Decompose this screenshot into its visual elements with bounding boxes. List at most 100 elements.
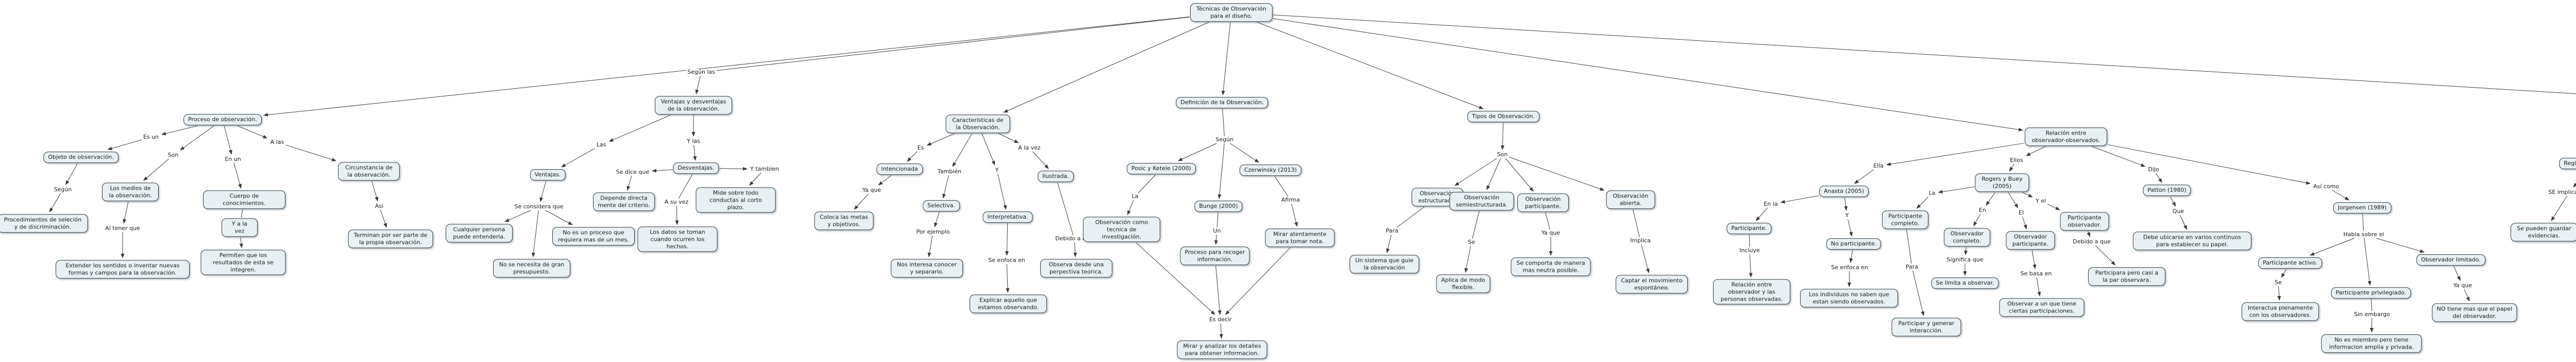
concept-node-nosinteresa[interactable]: Nos interesa conocer y separarlo. (891, 259, 963, 277)
concept-node-obs_completo[interactable]: Observador completo. (1944, 228, 1990, 246)
concept-node-yalavez[interactable]: Y a la vez (222, 218, 258, 237)
link-label-l_yaque5[interactable]: Ya que (1540, 229, 1562, 237)
link-label-l_es3[interactable]: Es (916, 144, 925, 152)
link-label-l_un4[interactable]: Un (1212, 227, 1222, 235)
concept-node-medios[interactable]: Los medios de la observación. (102, 183, 159, 201)
concept-node-proced[interactable]: Procedimientos de seleción y de discrimi… (0, 214, 88, 233)
concept-node-captar[interactable]: Captar el movimiento espontáneo. (1616, 275, 1688, 293)
link-label-l_la6[interactable]: La (1927, 189, 1937, 197)
link-label-l_enla[interactable]: En la (1762, 200, 1779, 208)
concept-node-defin[interactable]: Definición de la Observación. (1176, 97, 1268, 108)
concept-node-interpretativa[interactable]: Interpretativa. (982, 211, 1033, 223)
concept-node-observa_teorica[interactable]: Observa desde una perpectiva teorica. (1040, 259, 1112, 277)
concept-node-depende[interactable]: Depende directa mente del criterio. (593, 192, 655, 211)
link-label-l_yaque8[interactable]: Ya que (2452, 282, 2473, 289)
concept-node-jorgensen[interactable]: Jorgensen (1989) (2333, 202, 2392, 213)
link-label-l_se5[interactable]: Se (1467, 238, 1476, 246)
concept-node-comporta[interactable]: Se comporta de manera mas neutra posible… (1511, 257, 1591, 276)
concept-node-desventajas[interactable]: Desventajas. (673, 162, 719, 174)
link-label-l_alavez3[interactable]: A la vez (1017, 144, 1042, 152)
link-label-l_asicomo[interactable]: Así como (2312, 183, 2341, 190)
link-label-l_implica[interactable]: Implica (1629, 237, 1652, 244)
concept-node-obs_participante[interactable]: Observador participante. (2006, 231, 2055, 250)
link-label-l_que6[interactable]: Que (2171, 207, 2185, 215)
concept-node-ventajas[interactable]: Ventajas. (530, 169, 566, 180)
link-label-l_debido6[interactable]: Debido a que (2072, 238, 2112, 245)
link-label-l_ellos[interactable]: Ellos (2009, 156, 2024, 164)
link-label-l_esdecir[interactable]: Es decir (1208, 316, 1233, 323)
link-label-l_segun4[interactable]: Según (1214, 136, 1235, 143)
concept-node-observar_un[interactable]: Observar a un que tiene ciertas particip… (1999, 298, 2084, 317)
link-label-l_sebasa[interactable]: Se basa en (2019, 270, 2053, 277)
concept-node-coloca[interactable]: Coloca las metas y objetivos. (814, 211, 874, 230)
concept-node-interactua[interactable]: Interactua plenamente con los observador… (2242, 302, 2319, 321)
link-label-l_incluye[interactable]: Incluye (1738, 246, 1761, 254)
link-label-l_ytambien[interactable]: Y tambien (749, 165, 780, 173)
concept-node-circun[interactable]: Circunstancia de la observación. (338, 162, 400, 180)
concept-node-proceso_recoger[interactable]: Proceso para recoger información. (1180, 246, 1250, 265)
concept-node-guardar[interactable]: Se pueden guardar evidencias. (2511, 223, 2576, 241)
concept-node-participara[interactable]: Participara pero casi a la par observara… (2088, 267, 2165, 286)
concept-node-permiten[interactable]: Permiten que los resultados de esta se i… (200, 250, 286, 275)
concept-node-participante6[interactable]: Participante. (1726, 223, 1772, 234)
link-label-l_asuvez[interactable]: A su vez (663, 198, 690, 206)
concept-node-noparticipante[interactable]: No participante. (1826, 238, 1882, 250)
concept-node-relacion_personas[interactable]: Relación entre observador y las personas… (1713, 279, 1790, 305)
link-label-l_afirma[interactable]: Afirma (1280, 196, 1301, 204)
concept-node-nonecesita[interactable]: No se necesita de gran presupuesto. (493, 259, 570, 277)
link-label-l_sedice[interactable]: Se dice que (615, 168, 651, 176)
link-label-l_las2[interactable]: Las (595, 141, 607, 149)
concept-node-selectiva[interactable]: Selectiva. (923, 200, 960, 211)
concept-node-ilustrada[interactable]: Ilustrada. (1038, 171, 1074, 182)
link-label-l_seconsidera[interactable]: Se considera que (513, 203, 565, 210)
concept-node-selimita[interactable]: Se limita a observar. (1931, 277, 1999, 289)
link-label-l_en6[interactable]: En (1978, 206, 1987, 214)
concept-node-debe_ubicarse[interactable]: Debe ubicarse en varios continuos para e… (2133, 232, 2251, 250)
link-label-l_asi[interactable]: Asi (374, 202, 385, 210)
concept-node-extender[interactable]: Extender los sentidos o inventar nuevas … (56, 260, 190, 278)
link-label-l_la4[interactable]: La (1130, 192, 1140, 200)
link-label-l_alas[interactable]: A las (269, 138, 285, 146)
concept-node-explicar[interactable]: Explicar aquello que estamos observando. (970, 294, 1047, 313)
link-label-l_dijo[interactable]: Dijo (2147, 166, 2160, 173)
concept-node-czerwinsky[interactable]: Czerwinsky (2013) (1239, 164, 1302, 176)
concept-node-cuerpo[interactable]: Cuerpo de conocimientos. (203, 190, 285, 209)
link-label-l_son5[interactable]: Son (1496, 151, 1509, 158)
concept-node-objeto[interactable]: Objeto de observación. (43, 152, 118, 163)
link-label-l_seimplica[interactable]: SE implica que (2547, 189, 2576, 196)
link-label-l_seenfoca3[interactable]: Se enfoca en (987, 256, 1026, 264)
concept-node-nomiembro[interactable]: No es miembro pero tiene informacion amp… (2321, 334, 2422, 353)
concept-node-bunge[interactable]: Bunge (2000) (1194, 201, 1243, 212)
concept-node-obs_semi[interactable]: Observación semiestructurada. (1449, 192, 1514, 210)
link-label-l_significa[interactable]: Significa que (1945, 256, 1985, 264)
concept-node-root[interactable]: Técnicas de Observación para el diseño. (1190, 3, 1273, 22)
link-label-l_porej[interactable]: Por ejemplo (915, 228, 951, 236)
link-label-l_esun[interactable]: Es un (142, 133, 160, 141)
concept-node-intencionada[interactable]: Intencionada (876, 163, 923, 175)
concept-node-ventdesv[interactable]: Ventajas y desventajas de la observación… (655, 96, 732, 114)
link-label-l_y3[interactable]: Y (994, 166, 1000, 174)
concept-node-part_priv[interactable]: Participante privilegiado. (2331, 287, 2411, 299)
concept-node-cualquier[interactable]: Cualquier persona puede entenderla. (446, 224, 513, 242)
concept-node-obs_limitado[interactable]: Observador limitado. (2416, 254, 2485, 266)
concept-node-individuos[interactable]: Los individuos no saben que estan siendo… (1800, 289, 1898, 307)
link-label-l_yaque3[interactable]: Ya que (861, 186, 883, 194)
concept-node-notiene[interactable]: NO tiene mas que el papel del observador… (2432, 303, 2517, 322)
concept-node-observtecnica[interactable]: Observación como tecnica de investigació… (1083, 217, 1160, 242)
concept-node-part_completo[interactable]: Participante completo. (1882, 210, 1928, 229)
link-label-l_segunlas[interactable]: Según las (686, 68, 716, 76)
concept-node-terminan[interactable]: Terminan por ser parte de la propia obse… (348, 229, 433, 248)
concept-node-anasta[interactable]: Anasta (2005) (1819, 186, 1869, 197)
link-label-l_seenfoca6[interactable]: Se enfoca en (1830, 264, 1869, 271)
concept-node-mide[interactable]: Mide sobre todo conductas al corto plazo… (696, 187, 776, 213)
concept-node-obs_abierta[interactable]: Observación abierta. (1606, 190, 1655, 209)
concept-node-aplica[interactable]: Aplica de modo flexible. (1436, 274, 1490, 293)
concept-node-obs_part[interactable]: Observación participante. (1517, 193, 1569, 212)
concept-node-noproceso[interactable]: No es un proceso que requiera mas de un … (552, 227, 635, 245)
concept-node-relacion[interactable]: Relación entre observador-observados. (2025, 127, 2107, 146)
concept-node-caract[interactable]: Características de la Observación. (945, 114, 1010, 133)
link-label-l_tambien3[interactable]: También (936, 168, 963, 175)
link-label-l_sinembargo[interactable]: Sin embargo (2353, 310, 2391, 318)
link-label-l_altener[interactable]: Al tener que (104, 224, 141, 232)
link-label-l_ella[interactable]: Ella (1872, 162, 1885, 170)
